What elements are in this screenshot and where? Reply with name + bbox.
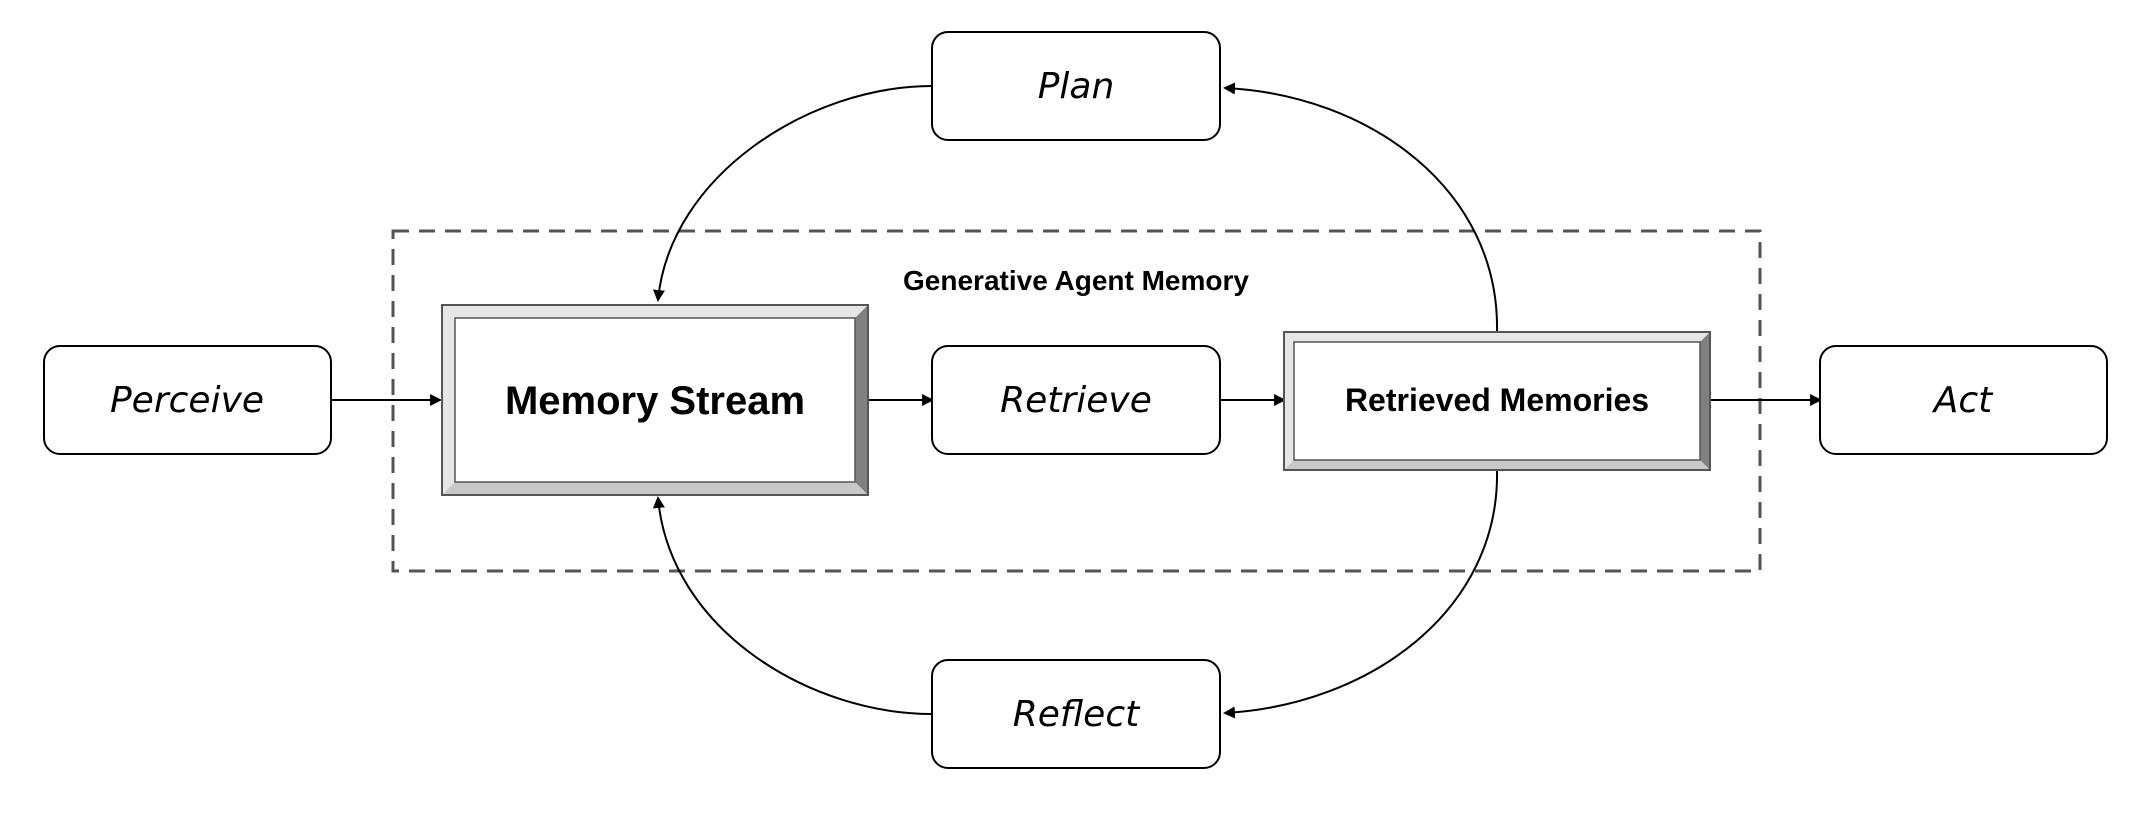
node-memory-stream-label: Memory Stream [505,379,805,423]
node-perceive: Perceive [43,345,332,455]
node-reflect-label: Reflect [1013,694,1141,735]
node-plan-label: Plan [1038,66,1115,107]
node-plan: Plan [931,31,1221,141]
memory-group-label: Generative Agent Memory [903,265,1249,296]
node-act: Act [1819,345,2108,455]
edge-retrieved-memories-to-plan [1223,82,1499,333]
edge-reflect-to-memory-stream [652,496,933,715]
node-memory-stream: Memory Stream [441,304,869,496]
node-reflect: Reflect [931,659,1221,769]
edge-retrieved-memories-to-reflect [1223,469,1499,719]
node-perceive-label: Perceive [110,380,264,421]
node-retrieve-label: Retrieve [1000,380,1152,421]
node-act-label: Act [1932,380,1994,421]
edge-plan-to-memory-stream [652,85,933,302]
node-retrieve: Retrieve [931,345,1221,455]
edges [331,82,1822,719]
node-retrieved-memories-label: Retrieved Memories [1345,382,1649,418]
node-retrieved-memories: Retrieved Memories [1283,331,1711,471]
